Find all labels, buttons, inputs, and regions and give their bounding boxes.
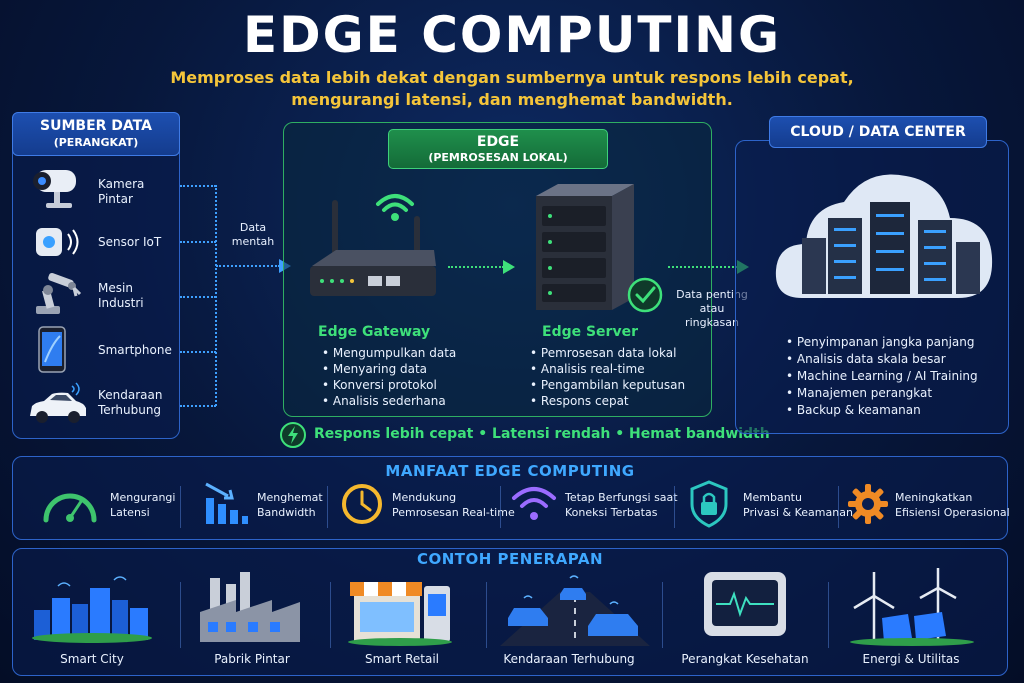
app-label-retail: Smart Retail	[364, 652, 440, 666]
connector-sensor	[180, 241, 216, 243]
factory-icon	[200, 572, 300, 642]
page-subtitle-line2: mengurangi latensi, dan menghemat bandwi…	[291, 90, 733, 109]
application-separator	[180, 582, 181, 648]
lightning-icon	[280, 422, 306, 448]
clock-icon	[342, 484, 382, 524]
applications-panel	[12, 548, 1008, 676]
cloud-datacenter-icon	[775, 174, 993, 298]
benefit-separator	[327, 486, 328, 528]
device-label-sensor: Sensor IoT	[98, 235, 162, 249]
server-functions: Pemrosesan data lokal Analisis real-time…	[530, 345, 685, 409]
robot-arm-icon	[36, 272, 82, 314]
wifi-signal-icon	[376, 194, 414, 221]
page-subtitle-line1: Memproses data lebih dekat dengan sumber…	[170, 68, 854, 87]
bar-chart-down-icon	[205, 482, 248, 524]
raw-data-label: Data mentah	[231, 221, 275, 248]
connector-machine	[180, 296, 216, 298]
shield-lock-icon	[690, 480, 728, 528]
benefit-separator	[838, 486, 839, 528]
cloud-title: CLOUD / DATA CENTER	[769, 116, 987, 148]
store-icon	[348, 582, 452, 646]
app-label-factory: Pabrik Pintar	[214, 652, 290, 666]
smart-city-icon	[32, 576, 152, 643]
speedometer-icon	[43, 493, 97, 523]
gateway-functions: Mengumpulkan data Menyaring data Konvers…	[322, 345, 456, 409]
edge-server-icon	[536, 184, 634, 310]
sources-subtitle: (PERANGKAT)	[53, 136, 139, 149]
gear-icon	[848, 484, 888, 524]
important-data-label: Data penting atau ringkasan	[676, 288, 748, 329]
check-badge-icon	[627, 277, 663, 313]
device-label-car: Kendaraan Terhubung	[98, 388, 163, 417]
benefits-title: MANFAAT EDGE COMPUTING	[385, 462, 635, 480]
benefit-separator	[180, 486, 181, 528]
renewable-energy-icon	[850, 568, 974, 646]
cloud-functions: Penyimpanan jangka panjang Analisis data…	[786, 334, 978, 419]
wifi-icon	[512, 487, 556, 520]
app-label-health: Perangkat Kesehatan	[681, 652, 809, 666]
application-separator	[828, 582, 829, 648]
edge-title: EDGE	[476, 134, 520, 150]
health-monitor-icon	[704, 572, 786, 636]
connector-trunk	[215, 185, 217, 406]
smartphone-icon	[38, 326, 66, 373]
app-label-smart-city: Smart City	[60, 652, 124, 666]
connector-car	[180, 405, 216, 407]
connected-cars-icon	[500, 575, 650, 646]
gateway-title: Edge Gateway	[318, 324, 431, 340]
page-title: EDGE COMPUTING	[242, 6, 782, 64]
sensor-icon	[36, 228, 79, 256]
app-label-energy: Energi & Utilitas	[862, 652, 960, 666]
edge-header: EDGE (PEMROSESAN LOKAL)	[388, 129, 608, 169]
connector-camera	[180, 185, 216, 187]
applications-title: CONTOH PENERAPAN	[416, 550, 604, 568]
server-title: Edge Server	[542, 324, 638, 340]
application-separator	[330, 582, 331, 648]
car-icon	[30, 382, 86, 423]
benefit-separator	[674, 486, 675, 528]
sources-panel	[12, 112, 180, 439]
arrow-right-green-icon	[503, 260, 515, 274]
benefits-panel	[12, 456, 1008, 540]
sources-header: SUMBER DATA (PERANGKAT)	[12, 112, 180, 156]
connector-server-cloud	[668, 266, 738, 268]
device-label-smartphone: Smartphone	[98, 343, 172, 357]
device-label-machine: Mesin Industri	[98, 281, 144, 310]
connector-smartphone	[180, 351, 216, 353]
application-separator	[662, 582, 663, 648]
benefit-separator	[500, 486, 501, 528]
camera-icon	[33, 170, 76, 208]
application-separator	[486, 582, 487, 648]
connector-to-edge	[216, 265, 280, 267]
device-label-camera: Kamera Pintar	[98, 177, 145, 206]
app-label-cars: Kendaraan Terhubung	[503, 652, 635, 666]
edge-benefit-strip: Respons lebih cepat • Latensi rendah • H…	[314, 426, 770, 442]
connector-gateway-server	[448, 266, 504, 268]
edge-gateway-router-icon	[310, 200, 436, 296]
edge-subtitle: (PEMROSESAN LOKAL)	[428, 151, 568, 164]
sources-title: SUMBER DATA	[40, 118, 152, 134]
